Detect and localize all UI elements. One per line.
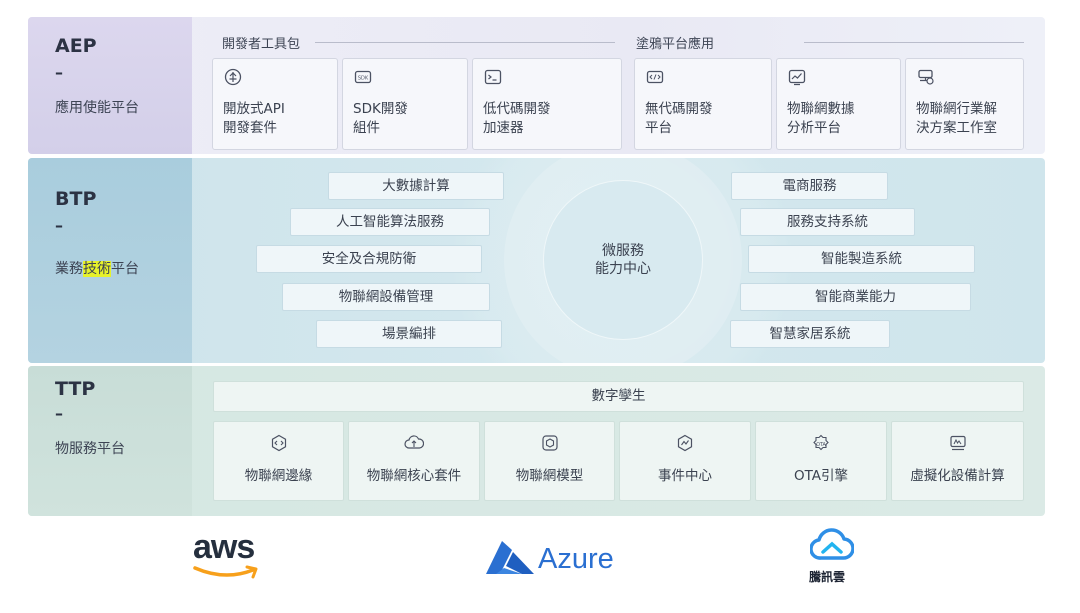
card-line1: SDK開發 — [353, 101, 408, 117]
card-virtual-device[interactable]: 虛擬化設備計算 — [891, 421, 1024, 501]
card-label: OTA引擎 — [793, 468, 849, 484]
card-line1: 物聯網數據 — [787, 101, 855, 117]
sdk-icon: SDK — [354, 68, 372, 86]
btp-layer: BTP – 業務技術平台 微服務 能力中心 大數據計算 人工智能算法服務 安全及… — [28, 158, 1045, 363]
azure-mark-icon — [486, 541, 534, 574]
aep-label-panel: AEP – 應用使能平台 — [28, 17, 192, 154]
tencent-wordmark: 騰訊雲 — [809, 570, 846, 584]
aws-logo: aws — [193, 530, 273, 586]
card-iot-model[interactable]: 物聯網模型 — [484, 421, 615, 501]
pill-service-support[interactable]: 服務支持系統 — [740, 208, 915, 236]
terminal-icon — [484, 68, 502, 86]
aep-dash: – — [55, 63, 63, 82]
core-label: 微服務 能力中心 — [583, 242, 663, 278]
card-label: 物聯網模型 — [515, 468, 584, 484]
pill-big-data[interactable]: 大數據計算 — [328, 172, 504, 200]
card-label: 事件中心 — [658, 468, 712, 484]
code-icon — [646, 68, 664, 86]
tencent-cloud-icon — [810, 528, 854, 560]
aep-title: AEP — [55, 35, 97, 57]
chart-icon — [788, 68, 806, 86]
card-no-code[interactable]: 無代碼開發 平台 — [634, 58, 772, 150]
group-divider — [804, 42, 1024, 43]
card-label: 物聯網核心套件 — [366, 468, 462, 484]
pill-ecommerce[interactable]: 電商服務 — [731, 172, 888, 200]
api-icon — [224, 68, 242, 86]
ttp-dash: – — [55, 404, 63, 423]
card-industry-studio[interactable]: 物聯網行業解 決方案工作室 — [905, 58, 1024, 150]
core-circle — [543, 180, 703, 340]
card-data-analytics[interactable]: 物聯網數據 分析平台 — [776, 58, 901, 150]
model-icon — [485, 434, 614, 456]
core-line2: 能力中心 — [595, 261, 651, 277]
digital-twin-bar[interactable]: 數字孿生 — [213, 381, 1024, 412]
btp-dash: – — [55, 216, 63, 235]
card-line2: 開發套件 — [223, 120, 277, 136]
aws-smile-icon — [193, 565, 258, 579]
card-event-center[interactable]: 事件中心 — [619, 421, 751, 501]
ttp-subtitle: 物服務平台 — [55, 441, 125, 457]
aep-subtitle: 應用使能平台 — [55, 100, 139, 116]
group-platform-apps: 塗鴉平台應用 — [636, 37, 715, 52]
btp-subtitle-pre: 業務 — [55, 261, 83, 277]
industry-icon — [917, 68, 935, 86]
card-label: 虛擬化設備計算 — [910, 468, 1005, 484]
aep-layer: AEP – 應用使能平台 開發者工具包 塗鴉平台應用 開放式API 開發套件 S… — [28, 17, 1045, 154]
card-open-api[interactable]: 開放式API 開發套件 — [212, 58, 338, 150]
pill-security-compliance[interactable]: 安全及合規防衛 — [256, 245, 482, 273]
event-icon — [620, 434, 750, 456]
pill-scene-orchestration[interactable]: 場景編排 — [316, 320, 502, 348]
ttp-layer: TTP – 物服務平台 數字孿生 物聯網邊緣 物聯網核心套件 物聯網模型 事件中… — [28, 366, 1045, 516]
svg-text:OTA: OTA — [816, 442, 826, 448]
card-line2: 決方案工作室 — [916, 120, 997, 136]
card-line1: 開放式API — [223, 101, 285, 117]
btp-subtitle-post: 平台 — [111, 261, 139, 277]
card-line2: 加速器 — [483, 120, 524, 136]
group-developer-tools: 開發者工具包 — [222, 37, 301, 52]
pill-smart-home[interactable]: 智慧家居系統 — [730, 320, 890, 348]
svg-text:SDK: SDK — [358, 76, 369, 82]
card-line1: 無代碼開發 — [645, 101, 713, 117]
ota-icon: OTA — [756, 434, 886, 458]
cloud-core-icon — [349, 434, 479, 456]
pill-ai-services[interactable]: 人工智能算法服務 — [290, 208, 490, 236]
card-label: 物聯網邊緣 — [244, 468, 313, 484]
aws-wordmark: aws — [193, 528, 255, 566]
card-iot-core[interactable]: 物聯網核心套件 — [348, 421, 480, 501]
card-line2: 分析平台 — [787, 120, 841, 136]
btp-subtitle-highlight: 技術 — [83, 261, 111, 277]
tencent-cloud-logo: 騰訊雲 — [806, 528, 858, 598]
btp-title: BTP — [55, 188, 97, 210]
edge-icon — [214, 434, 343, 456]
card-line1: 低代碼開發 — [483, 101, 551, 117]
pill-device-management[interactable]: 物聯網設備管理 — [282, 283, 490, 311]
azure-wordmark: Azure — [538, 543, 614, 575]
btp-subtitle: 業務技術平台 — [55, 258, 139, 278]
core-line1: 微服務 — [602, 243, 644, 259]
ttp-title: TTP — [55, 378, 96, 400]
group-divider — [315, 42, 615, 43]
pill-smart-manufacturing[interactable]: 智能製造系統 — [748, 245, 975, 273]
card-line2: 組件 — [353, 120, 380, 136]
card-iot-edge[interactable]: 物聯網邊緣 — [213, 421, 344, 501]
virtual-device-icon — [892, 434, 1023, 456]
azure-logo: Azure — [482, 540, 632, 580]
btp-label-panel: BTP – 業務技術平台 — [28, 158, 192, 363]
card-ota-engine[interactable]: OTA OTA引擎 — [755, 421, 887, 501]
card-line2: 平台 — [645, 120, 672, 136]
card-low-code[interactable]: 低代碼開發 加速器 — [472, 58, 622, 150]
card-line1: 物聯網行業解 — [916, 101, 997, 117]
card-sdk[interactable]: SDK SDK開發 組件 — [342, 58, 468, 150]
ttp-label-panel: TTP – 物服務平台 — [28, 366, 192, 516]
pill-smart-business[interactable]: 智能商業能力 — [740, 283, 971, 311]
